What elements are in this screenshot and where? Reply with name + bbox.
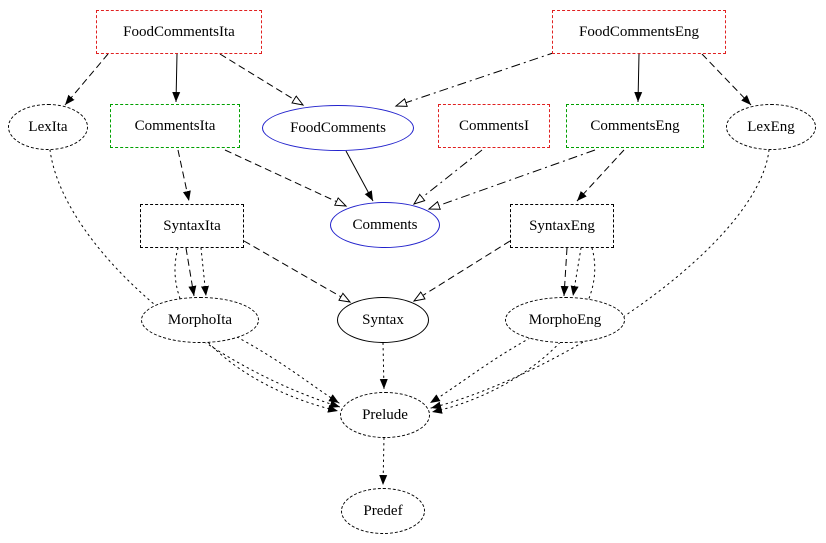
edge-morphoeng-prelude (429, 337, 531, 404)
node-commentseng-label: CommentsEng (590, 117, 680, 134)
edge-foodcommentsita-lexita (64, 53, 109, 106)
node-syntaxita-label: SyntaxIta (163, 217, 221, 234)
node-foodcomments-label: FoodComments (290, 119, 386, 136)
edge-syntaxita-morphoita-extend (185, 247, 197, 297)
edge-lexita-prelude (49, 149, 341, 408)
edge-syntaxita-syntax (243, 240, 352, 303)
edge-commentsita-comments (224, 149, 348, 207)
node-commentseng: CommentsEng (566, 104, 704, 148)
edge-syntaxeng-syntax (412, 240, 511, 302)
node-comments-label: Comments (352, 216, 418, 233)
node-predef: Predef (341, 488, 425, 534)
node-lexeng-label: LexEng (747, 118, 795, 135)
node-syntaxita: SyntaxIta (140, 204, 244, 248)
edge-syntaxeng-morphoeng-extend (560, 247, 569, 297)
edge-foodcommentseng-foodcomments (394, 51, 557, 107)
edge-commentseng-comments (427, 149, 596, 210)
edge-syntax-prelude (379, 342, 388, 390)
edge-foodcommentseng-lexeng (701, 53, 752, 106)
node-foodcommentseng: FoodCommentsEng (552, 10, 726, 54)
edge-commentsita-syntaxita (177, 149, 191, 202)
node-foodcomments: FoodComments (262, 105, 414, 151)
edge-syntaxita-morphoita-open (200, 247, 209, 297)
node-morphoita-label: MorphoIta (167, 311, 233, 328)
node-prelude: Prelude (340, 392, 430, 438)
edge-morphoita-prelude (236, 336, 340, 404)
edge-foodcommentsita-commentsita (172, 53, 181, 103)
node-foodcommentsita-label: FoodCommentsIta (123, 23, 235, 40)
node-morphoeng-label: MorphoEng (528, 311, 602, 328)
edge-foodcomments-comments (345, 150, 374, 202)
node-morphoeng: MorphoEng (505, 297, 625, 343)
edge-prelude-predef (379, 437, 388, 486)
node-morphoita: MorphoIta (141, 297, 259, 343)
node-commentsi: CommentsI (438, 104, 550, 148)
edge-commentsi-comments (412, 149, 483, 205)
edge-foodcommentsita-foodcomments (219, 53, 305, 106)
node-commentsi-label: CommentsI (459, 117, 529, 134)
edge-lexeng-prelude (430, 149, 770, 410)
node-lexita: LexIta (8, 104, 88, 150)
node-lexita-label: LexIta (28, 118, 68, 135)
edge-commentseng-syntaxeng (576, 149, 625, 202)
edge-syntaxita-prelude (174, 247, 339, 413)
node-comments: Comments (330, 202, 440, 248)
node-predef-label: Predef (363, 502, 403, 519)
node-syntax-label: Syntax (362, 311, 404, 328)
edge-syntaxeng-morphoeng-open (570, 247, 582, 297)
node-syntaxeng-label: SyntaxEng (529, 217, 595, 234)
node-foodcommentseng-label: FoodCommentsEng (578, 23, 699, 40)
edge-syntaxeng-prelude (431, 247, 596, 414)
node-syntax: Syntax (337, 297, 429, 343)
node-prelude-label: Prelude (362, 406, 408, 423)
edge-foodcommentseng-commentseng (634, 53, 643, 103)
node-commentsita-label: CommentsIta (134, 117, 216, 134)
node-syntaxeng: SyntaxEng (510, 204, 614, 248)
node-commentsita: CommentsIta (110, 104, 240, 148)
node-lexeng: LexEng (726, 104, 816, 150)
node-foodcommentsita: FoodCommentsIta (96, 10, 262, 54)
